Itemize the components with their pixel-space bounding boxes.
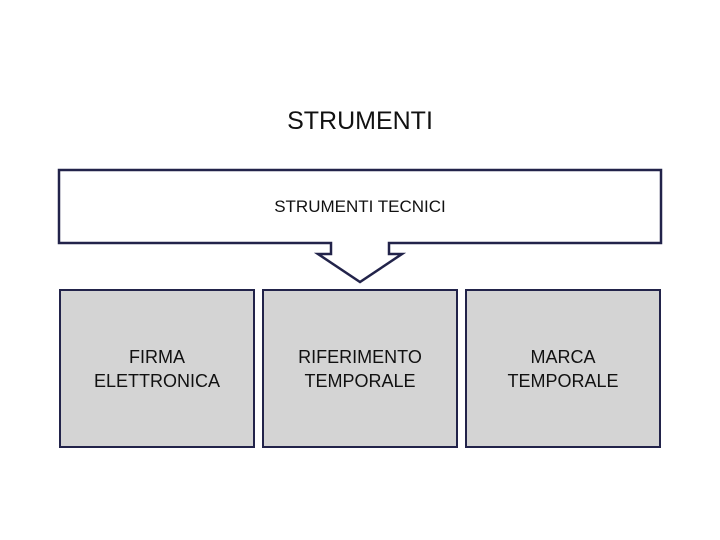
box-riferimento-temporale: RIFERIMENTO TEMPORALE (262, 289, 458, 448)
box-firma-elettronica: FIRMA ELETTRONICA (59, 289, 255, 448)
box-label: RIFERIMENTO TEMPORALE (298, 346, 422, 391)
diagram-title: STRUMENTI (287, 107, 433, 135)
box-marca-temporale: MARCA TEMPORALE (465, 289, 661, 448)
box-label: MARCA TEMPORALE (507, 346, 619, 391)
box-label: FIRMA ELETTRONICA (93, 346, 221, 391)
callout-down-arrow-icon (57, 168, 663, 284)
callout-label: STRUMENTI TECNICI (274, 197, 446, 216)
